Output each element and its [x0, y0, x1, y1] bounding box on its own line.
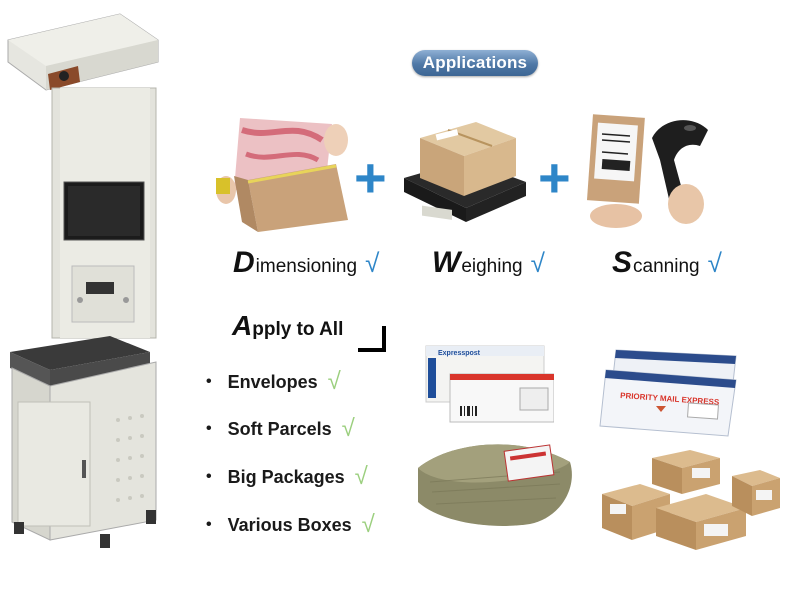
list-item-big-packages: • Big Packages √ — [206, 463, 368, 491]
checkmark-icon: √ — [354, 463, 368, 490]
bullet-icon: • — [206, 468, 212, 485]
bullet-icon: • — [206, 516, 212, 533]
apply-label: pply to All — [252, 319, 344, 340]
applications-header: Applications — [412, 50, 538, 76]
plus-icon: + — [354, 146, 387, 209]
list-item-various-boxes: • Various Boxes √ — [206, 511, 375, 539]
bullet-icon: • — [206, 420, 212, 437]
feature-scanning: S canning √ — [612, 246, 722, 280]
checkmark-icon: √ — [327, 368, 341, 395]
boxes-photo — [596, 446, 782, 552]
feature-weighing: W eighing √ — [432, 246, 545, 280]
dimensioning-photo — [212, 110, 356, 236]
list-item-soft-parcels: • Soft Parcels √ — [206, 415, 355, 443]
plus-icon: + — [538, 146, 571, 209]
checkmark-icon: √ — [361, 511, 375, 538]
checkmark-icon: √ — [365, 248, 380, 278]
checkmark-icon: √ — [707, 248, 722, 278]
list-item-label: Various Boxes — [227, 514, 352, 535]
soft-parcel-photo — [410, 432, 580, 532]
feature-initial: D — [233, 246, 255, 279]
mailers-photo: PRIORITY MAIL EXPRESS — [596, 346, 746, 444]
checkmark-icon: √ — [341, 415, 355, 442]
list-item-label: Big Packages — [227, 466, 345, 487]
weighing-photo — [396, 108, 530, 230]
feature-label: imensioning — [255, 256, 358, 277]
list-item-label: Envelopes — [227, 371, 318, 392]
checkmark-icon: √ — [530, 248, 545, 278]
dimensioning-machine-image — [7, 13, 159, 548]
feature-initial: S — [612, 246, 633, 279]
envelope-brand-text: Expresspost — [438, 350, 481, 357]
list-item-label: Soft Parcels — [227, 418, 332, 439]
feature-label: canning — [633, 256, 700, 277]
feature-dimensioning: D imensioning √ — [233, 246, 379, 280]
apply-to-all-heading: A pply to All — [232, 310, 343, 342]
bullet-icon: • — [206, 373, 212, 390]
feature-label: eighing — [461, 256, 523, 277]
list-item-envelopes: • Envelopes √ — [206, 368, 341, 396]
scanning-photo — [582, 108, 730, 236]
apply-initial: A — [232, 310, 253, 341]
feature-initial: W — [432, 246, 461, 279]
envelopes-photo: Expresspost — [420, 344, 554, 428]
corner-bracket-decoration — [358, 326, 386, 352]
